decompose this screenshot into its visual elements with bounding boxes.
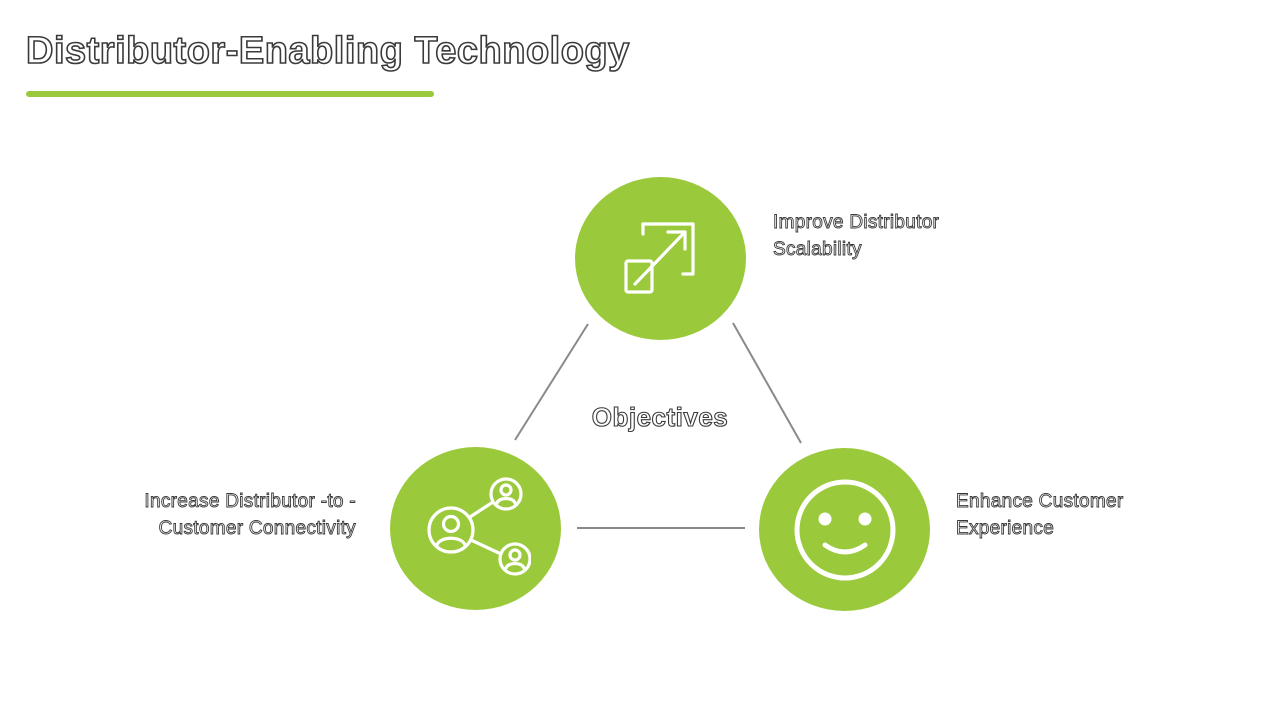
caption-line: Enhance Customer bbox=[956, 491, 1124, 513]
resize-expand-icon bbox=[623, 221, 695, 294]
caption-line: Scalability bbox=[773, 239, 862, 261]
center-label: Objectives bbox=[591, 401, 729, 432]
caption-line: Improve Distributor bbox=[773, 212, 940, 234]
objective-caption-scalability: Improve Distributor Scalability bbox=[773, 209, 1033, 263]
caption-line: Increase Distributor -to - bbox=[144, 491, 356, 513]
caption-line: Customer Connectivity bbox=[158, 518, 356, 540]
objective-node-scalability bbox=[575, 177, 746, 340]
objective-caption-experience: Enhance Customer Experience bbox=[956, 488, 1216, 542]
objective-node-experience bbox=[759, 448, 930, 611]
connector-top-left bbox=[514, 323, 589, 441]
caption-line: Experience bbox=[956, 518, 1055, 540]
page-title: Distributor-Enabling Technology bbox=[25, 29, 630, 73]
share-network-users-icon bbox=[426, 476, 531, 576]
smiley-face-icon bbox=[794, 479, 895, 580]
objective-node-connectivity bbox=[390, 447, 561, 610]
objective-caption-connectivity: Increase Distributor -to - Customer Conn… bbox=[96, 488, 356, 542]
title-underline bbox=[26, 91, 434, 97]
connector-top-right bbox=[732, 322, 802, 444]
